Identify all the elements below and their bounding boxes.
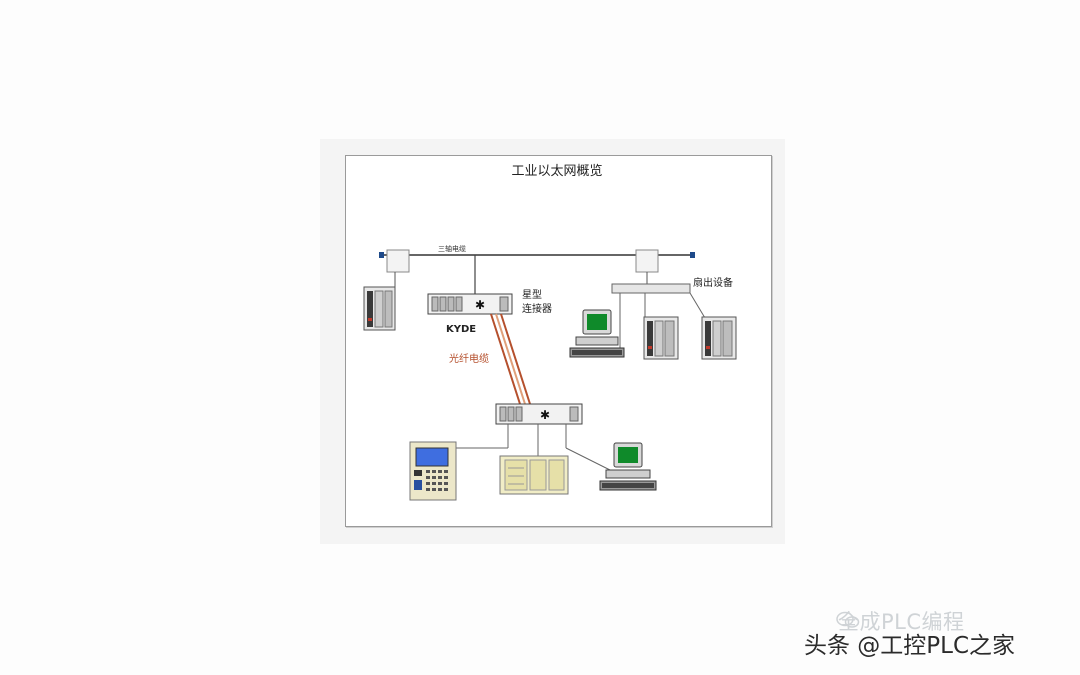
plc-rack-right-2-icon — [701, 316, 737, 360]
fiber-cable-label: 光纤电缆 — [449, 352, 489, 365]
fanout-device-label: 扇出设备 — [693, 276, 733, 289]
device-label: KYDE — [446, 324, 476, 335]
watermark-faded-text: 全成PLC编程 — [838, 610, 965, 634]
fiber-cable — [490, 313, 531, 405]
star-coupler-bottom: ✱ — [445, 403, 611, 471]
star-coupler-label-line2: 连接器 — [522, 302, 552, 315]
watermark-main-text: 头条 @工控PLC之家 — [804, 633, 1016, 659]
operator-panel-icon — [409, 441, 457, 501]
computer-bottom-icon — [599, 442, 657, 491]
transceiver-right — [635, 249, 659, 284]
controller-unit-icon — [499, 455, 569, 495]
wechat-logo-icon — [836, 611, 860, 628]
triax-cable-label: 三轴电缆 — [438, 244, 466, 253]
plc-rack-left-icon — [363, 286, 396, 331]
transceiver-left — [386, 249, 410, 288]
svg-text:✱: ✱ — [475, 298, 485, 312]
svg-text:✱: ✱ — [540, 408, 550, 422]
star-coupler-top: ✱ — [427, 255, 513, 315]
plc-rack-right-1-icon — [643, 316, 679, 360]
star-coupler-label-line1: 星型 — [522, 288, 542, 301]
computer-top-icon — [569, 309, 625, 358]
diagram-title: 工业以太网概览 — [511, 163, 602, 179]
